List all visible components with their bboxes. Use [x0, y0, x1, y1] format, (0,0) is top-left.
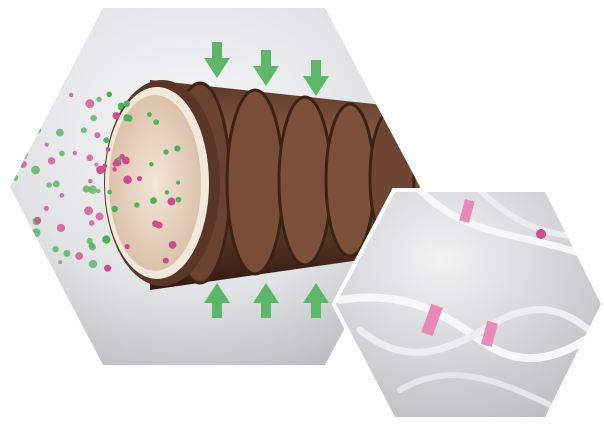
arrow-down-icon: [253, 50, 279, 86]
particle: [136, 176, 143, 182]
particle: [96, 165, 105, 175]
particle: [23, 151, 29, 157]
particle: [88, 242, 95, 249]
particle: [88, 220, 95, 226]
particle: [34, 127, 42, 134]
particle: [146, 112, 152, 118]
particle: [123, 100, 131, 108]
particle: [94, 162, 99, 167]
particle: [123, 175, 132, 185]
arrow-up-icon: [253, 283, 279, 318]
particle: [88, 178, 93, 184]
particle: [46, 182, 52, 188]
particle: [102, 235, 111, 244]
particle: [124, 243, 130, 250]
arrow-down-icon: [303, 60, 329, 96]
particle: [72, 150, 77, 156]
particle: [59, 193, 65, 198]
particle: [96, 188, 101, 194]
particle: [25, 246, 31, 251]
particle: [39, 86, 48, 95]
arrow-down-icon: [204, 42, 230, 78]
particle: [43, 205, 49, 211]
particle: [14, 142, 22, 150]
particle: [32, 228, 41, 238]
particle: [82, 185, 90, 193]
dna-damage-marker: [421, 303, 443, 337]
green-arrows-top: [204, 42, 329, 96]
hair-hexagon: [10, 8, 420, 365]
dna-damage-marker: [481, 320, 498, 347]
particle: [11, 174, 19, 181]
particle: [34, 216, 42, 224]
particle: [20, 153, 27, 160]
dna-strands: [336, 192, 601, 413]
particle: [19, 160, 27, 168]
particle: [88, 259, 98, 269]
particle: [104, 264, 112, 272]
dna-damage-marker: [459, 199, 475, 223]
particle: [107, 189, 112, 195]
particle: [96, 96, 102, 103]
particle: [164, 190, 170, 195]
particle: [90, 114, 97, 122]
particle: [150, 197, 157, 204]
particle: [176, 180, 181, 185]
particle: [102, 163, 108, 169]
particle: [123, 114, 131, 122]
particle: [103, 137, 110, 144]
particle: [94, 132, 101, 139]
particle: [112, 112, 120, 120]
particle: [105, 147, 111, 152]
particle: [20, 150, 27, 157]
particle: [111, 205, 118, 213]
particle: [63, 249, 71, 257]
particle: [40, 264, 48, 271]
particle: [75, 252, 84, 260]
green-arrows-bottom: [204, 283, 329, 318]
particle: [58, 260, 63, 265]
particle: [86, 154, 94, 162]
particle: [88, 185, 97, 194]
particle: [85, 99, 95, 109]
particle: [95, 212, 104, 221]
particle: [44, 142, 49, 147]
particle: [167, 197, 176, 206]
particle: [41, 94, 46, 99]
particle: [52, 180, 60, 188]
particle: [84, 206, 93, 216]
particle: [153, 119, 159, 125]
particle: [14, 131, 20, 137]
particle: [47, 157, 56, 165]
particle: [56, 223, 66, 233]
particle: [162, 257, 169, 264]
particle: [106, 91, 113, 98]
particle: [15, 114, 23, 122]
hair-shaft: [104, 80, 420, 290]
particle: [59, 150, 65, 157]
particle: [163, 149, 169, 155]
arrow-up-icon: [303, 283, 329, 318]
particle: [69, 92, 74, 98]
particle: [80, 127, 87, 134]
particle: [31, 165, 40, 175]
particle: [155, 221, 163, 229]
particle: [174, 145, 181, 152]
particle: [118, 105, 123, 111]
particle: [56, 128, 64, 137]
particle: [149, 161, 154, 167]
particle: [52, 245, 59, 253]
hair-cross-section: [109, 95, 201, 271]
dna-hexagon: [331, 188, 604, 421]
particle: [112, 167, 117, 172]
particle: [168, 241, 177, 249]
particle: [175, 196, 182, 203]
particle: [119, 153, 125, 160]
particle: [134, 202, 140, 208]
particle: [40, 94, 50, 104]
arrow-up-icon: [204, 283, 230, 318]
particles: [11, 86, 182, 272]
